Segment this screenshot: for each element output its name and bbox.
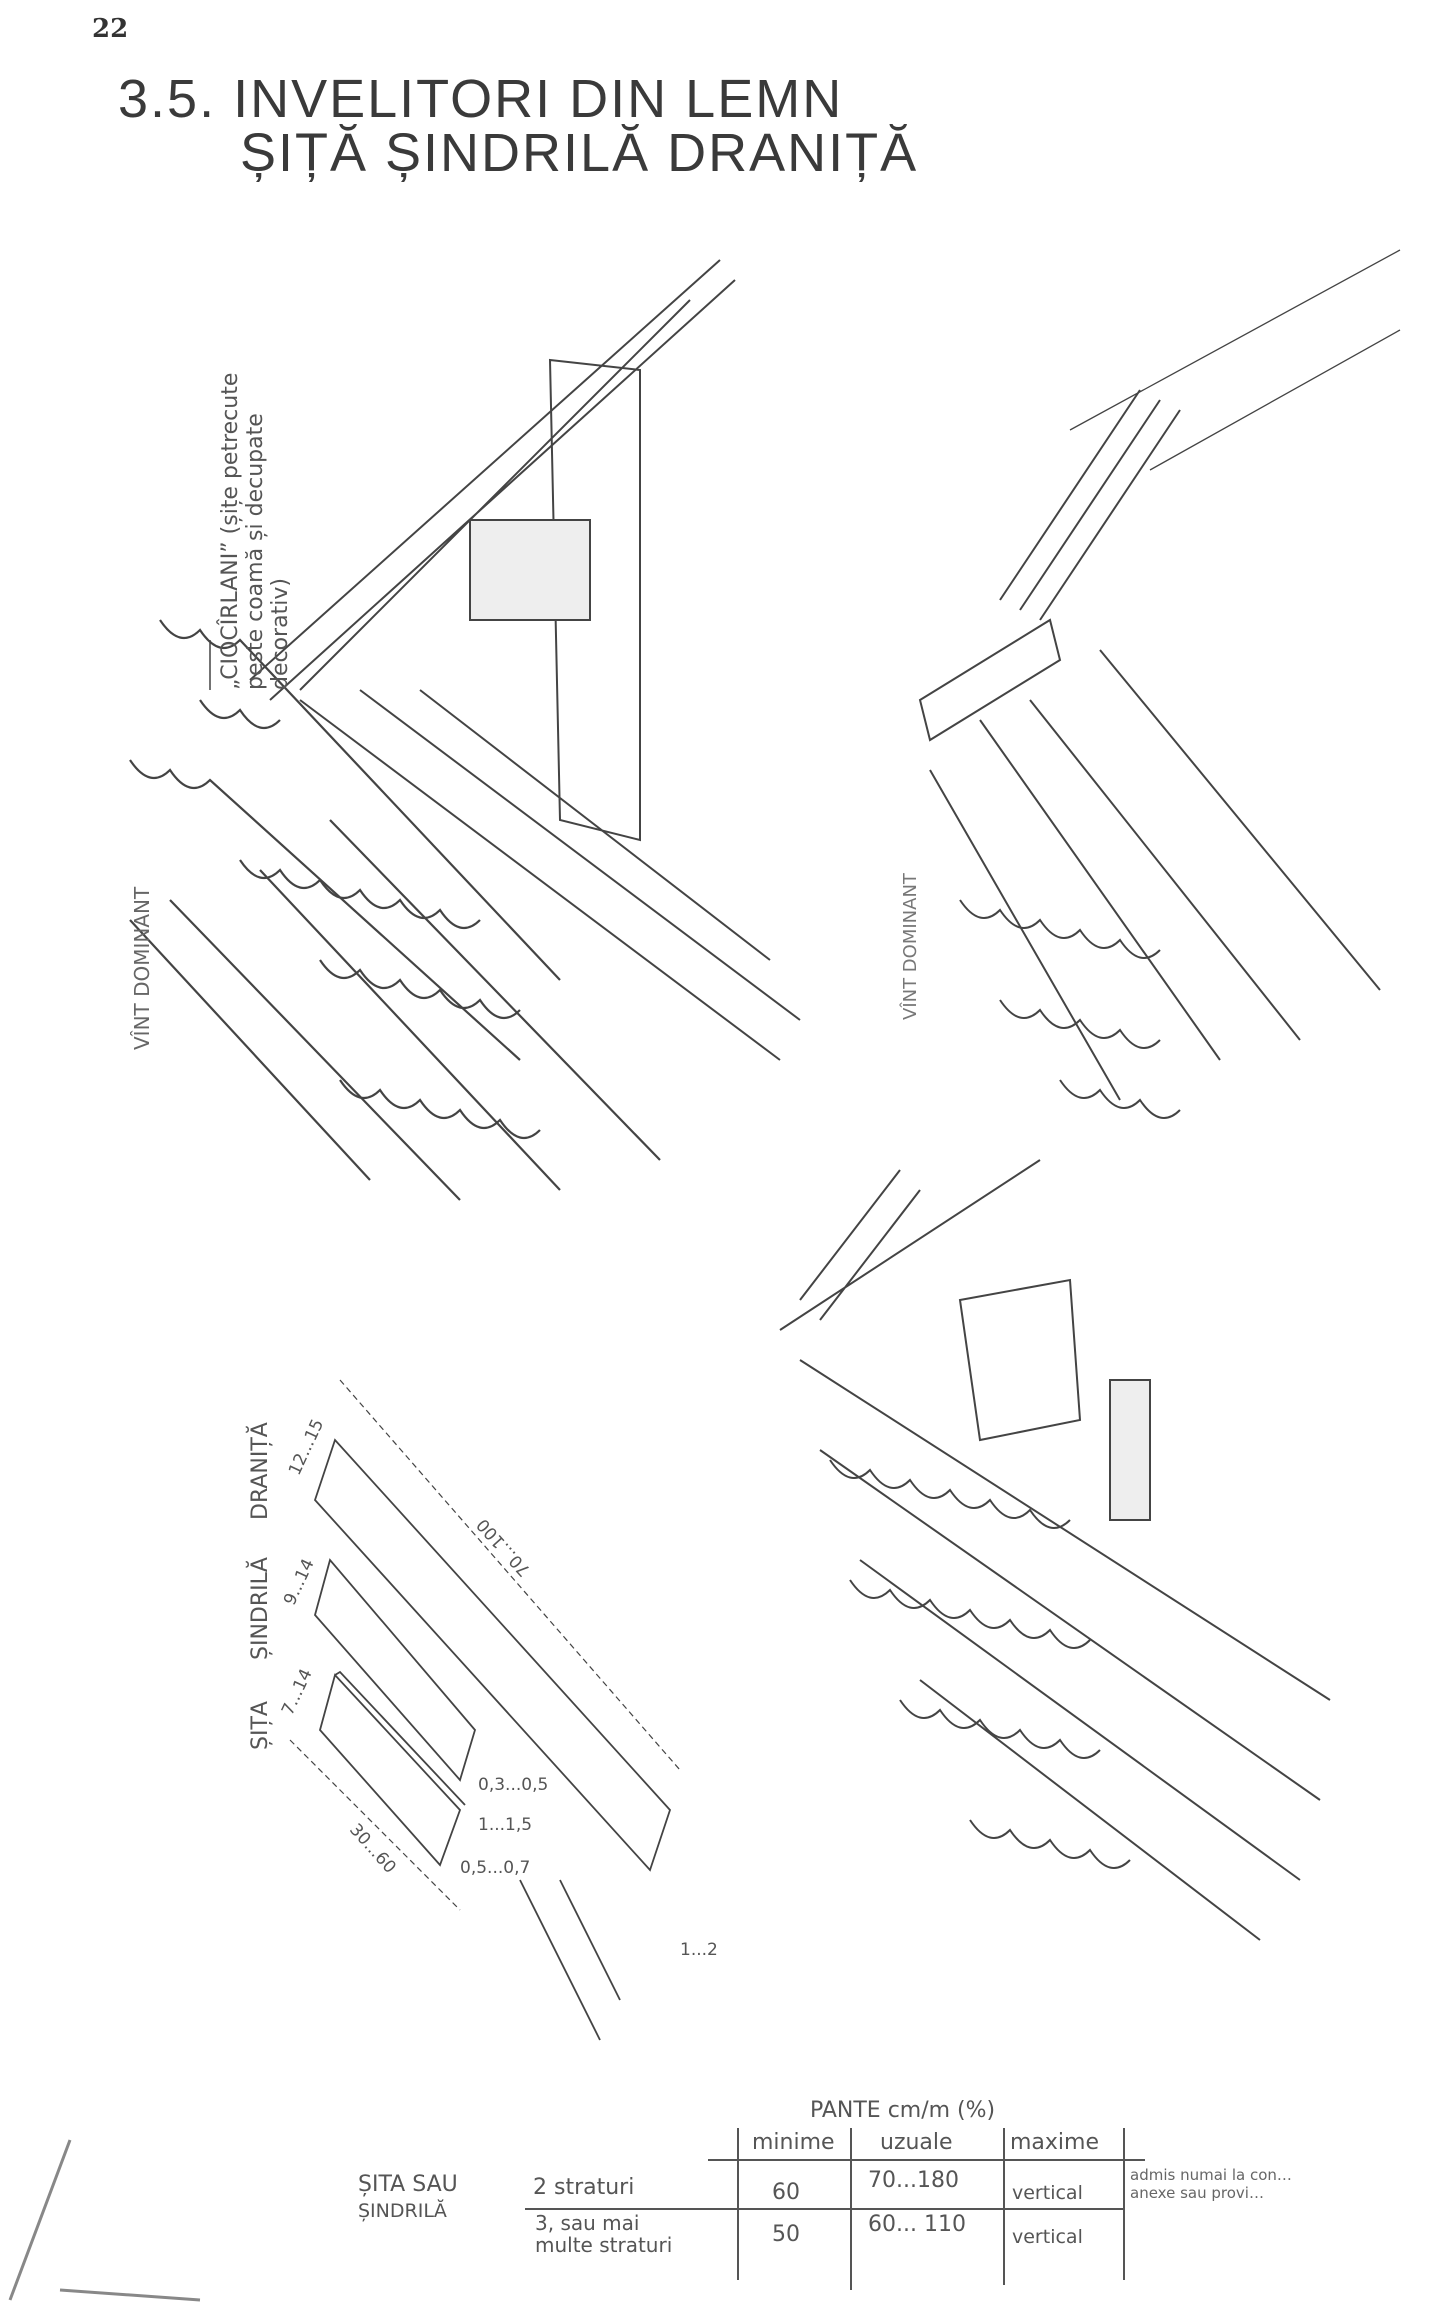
type-label-sindrila: ȘINDRILĂ <box>248 1557 273 1660</box>
wind-label-left: VÎNT DOMINANT <box>130 886 154 1050</box>
col-header-min: minime <box>752 2130 835 2155</box>
dim-thickness-c: 0,5...0,7 <box>460 1858 531 1878</box>
shingle-boards-sketch <box>289 1379 681 2041</box>
slope-table-grid <box>8 2128 1145 2302</box>
row1-layers: 2 straturi <box>533 2175 635 2200</box>
annotation-line: „CIOCÎRLANI” (șițe petrecute <box>218 372 243 690</box>
group-label: ȘITA SAU <box>358 2172 458 2197</box>
row2-max: vertical <box>1012 2226 1083 2248</box>
layers-line: 3, sau mai <box>535 2211 640 2235</box>
group-label: ȘINDRILĂ <box>358 2200 447 2222</box>
section-subtitle: ȘIȚĂ ȘINDRILĂ DRANIȚĂ <box>240 123 919 183</box>
row1-max: vertical <box>1012 2182 1083 2204</box>
dim-thickness-d: 1...2 <box>680 1940 718 1960</box>
ciocirlani-annotation: „CIOCÎRLANI” (șițe petrecute peste coamă… <box>218 373 293 690</box>
row1-usual: 70...180 <box>868 2168 959 2193</box>
wind-label-right: VÎNT DOMINANT <box>900 873 921 1020</box>
annotation-line: decorativ) <box>268 578 293 690</box>
note-line: admis numai la con… <box>1130 2166 1292 2184</box>
type-label-sita: ȘIȚA <box>248 1701 273 1750</box>
row2-min: 50 <box>772 2222 800 2247</box>
col-header-max: maxime <box>1010 2130 1100 2155</box>
col-header-usual: uzuale <box>880 2130 953 2155</box>
layers-line: multe straturi <box>535 2233 673 2257</box>
ridge-detail-sketch-right <box>918 249 1401 1119</box>
annotation-line: peste coamă și decupate <box>243 413 268 690</box>
row1-note: admis numai la con…anexe sau provi… <box>1130 2166 1292 2202</box>
page-number: 22 <box>92 14 129 44</box>
table-title: PANTE cm/m (%) <box>810 2098 996 2123</box>
section-title: 3.5. INVELITORI DIN LEMN <box>118 69 844 129</box>
type-label-dranita: DRANIȚĂ <box>248 1422 273 1520</box>
ridge-detail-sketch-left <box>129 259 801 1201</box>
row2-usual: 60... 110 <box>868 2212 966 2237</box>
note-line: anexe sau provi… <box>1130 2184 1264 2202</box>
dim-thickness-a: 0,3...0,5 <box>478 1775 549 1795</box>
ridge-detail-sketch-bottom <box>779 1159 1331 1941</box>
row1-min: 60 <box>772 2180 800 2205</box>
dim-thickness-b: 1...1,5 <box>478 1815 533 1835</box>
